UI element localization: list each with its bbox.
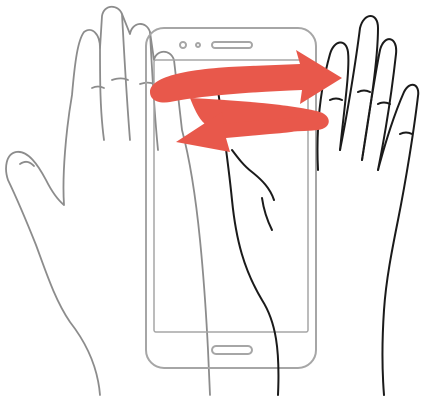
phone-speaker: [212, 42, 252, 48]
left-hand-faded-icon: [6, 7, 210, 395]
phone-camera: [180, 42, 186, 48]
phone-home-button: [212, 346, 252, 354]
phone-sensor: [196, 43, 200, 47]
